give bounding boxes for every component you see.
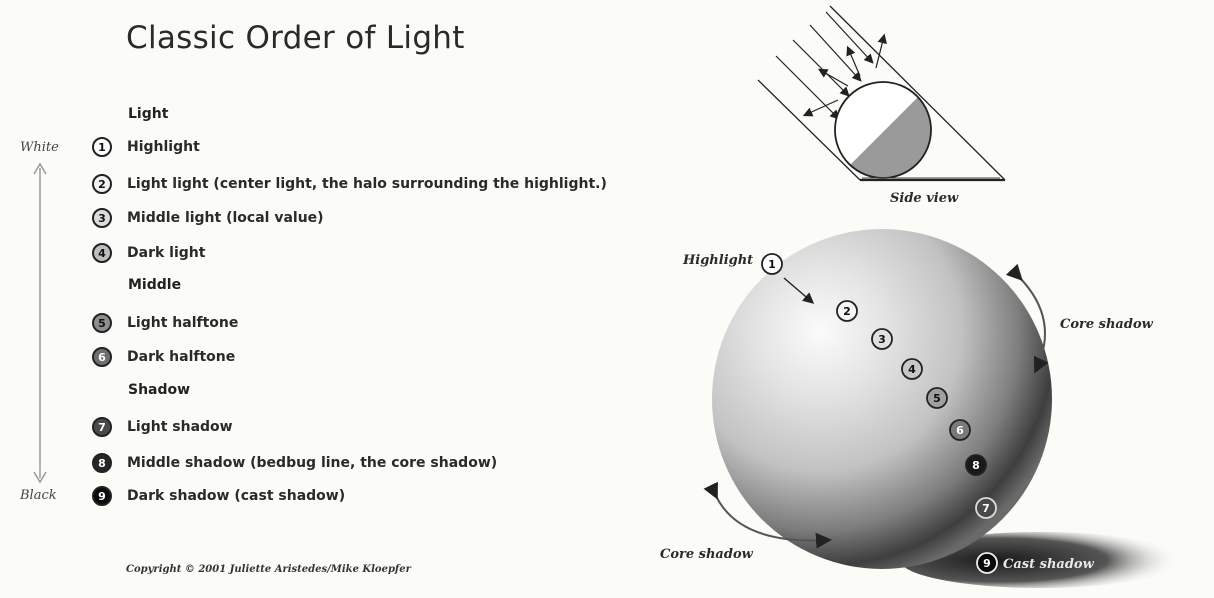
sphere-marker: 7 <box>976 498 996 518</box>
sphere <box>712 229 1052 569</box>
sphere-marker: 3 <box>872 329 892 349</box>
sphere-marker: 8 <box>966 455 986 475</box>
svg-text:7: 7 <box>982 502 990 515</box>
side-view-diagram: Side view <box>758 6 1005 206</box>
svg-text:4: 4 <box>908 363 916 376</box>
sphere-marker: 2 <box>837 301 857 321</box>
svg-text:1: 1 <box>768 258 776 271</box>
sphere-marker: 5 <box>927 388 947 408</box>
svg-text:5: 5 <box>933 392 941 405</box>
svg-text:8: 8 <box>972 459 980 472</box>
side-view-label: Side view <box>890 191 959 206</box>
svg-text:6: 6 <box>956 424 964 437</box>
highlight-label: Highlight <box>682 253 753 268</box>
sphere-marker: 4 <box>902 359 922 379</box>
cast-shadow-label: Cast shadow <box>1003 557 1095 572</box>
svg-text:3: 3 <box>878 333 886 346</box>
sphere-marker: 1 <box>762 254 782 274</box>
sphere-marker: 6 <box>950 420 970 440</box>
svg-text:9: 9 <box>983 557 991 570</box>
core-shadow-label-left: Core shadow <box>660 547 754 562</box>
sphere-marker: 9 <box>977 553 997 573</box>
core-shadow-label-right: Core shadow <box>1060 317 1154 332</box>
svg-text:2: 2 <box>843 305 851 318</box>
